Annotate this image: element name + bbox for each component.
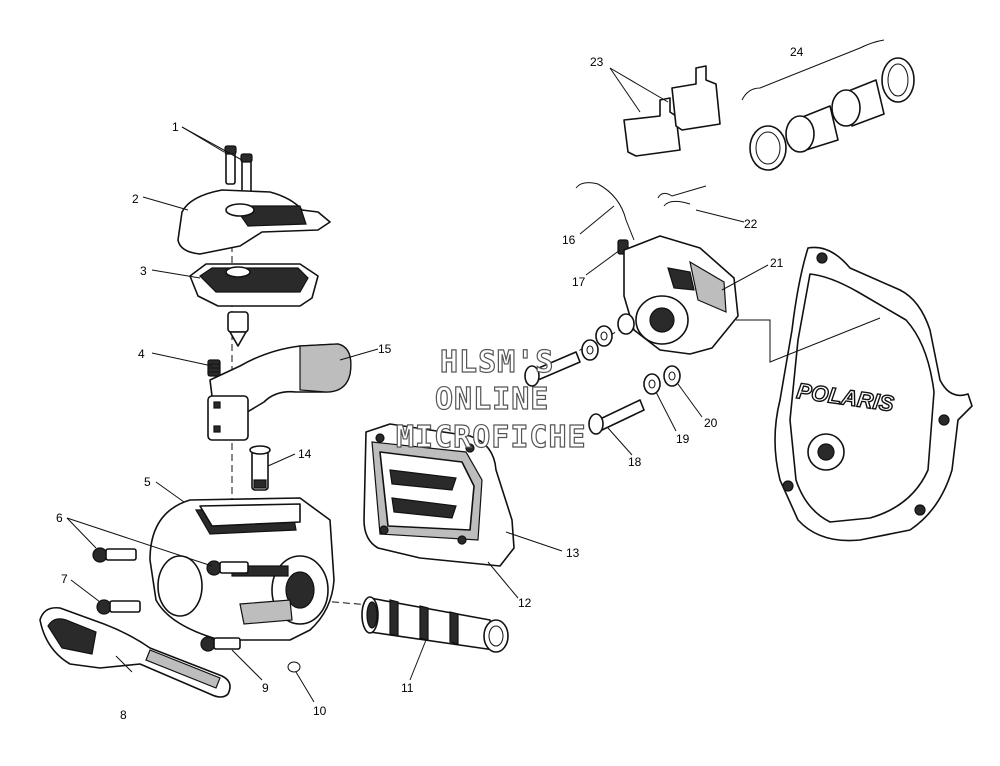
watermark-line-1: HLSM'S [440, 345, 554, 380]
brake-pads-part-23 [623, 65, 721, 157]
callout-12: 12 [518, 596, 532, 610]
lever-part-15 [207, 343, 352, 441]
watermark-line-2: ONLINE [435, 382, 549, 417]
callout-4: 4 [138, 347, 145, 361]
callout-23: 23 [590, 55, 604, 69]
washers-part-19-20 [581, 325, 681, 395]
bolt-part-6 [92, 547, 249, 576]
callout-9: 9 [262, 681, 269, 695]
callout-6: 6 [56, 511, 63, 525]
callout-22: 22 [744, 217, 758, 231]
piston-part-11 [361, 596, 509, 653]
callout-8: 8 [120, 708, 127, 722]
callout-1: 1 [172, 120, 179, 134]
bolt-part-7 [96, 599, 141, 615]
pivot-pin-part-14 [249, 445, 271, 491]
drive-cover: POLARIS [774, 246, 973, 542]
callout-18: 18 [628, 455, 642, 469]
spring-part-4 [207, 359, 221, 377]
callout-16: 16 [562, 233, 576, 247]
callout-10: 10 [313, 704, 327, 718]
plunger [227, 311, 249, 347]
callout-7: 7 [61, 572, 68, 586]
cover-plate-part-12-13 [363, 423, 515, 567]
callout-21: 21 [770, 256, 784, 270]
callout-3: 3 [140, 264, 147, 278]
diaphragm-part-3 [189, 263, 319, 307]
bolts-part-18 [524, 351, 645, 435]
reservoir-cover-part-2 [177, 189, 331, 255]
callout-13: 13 [566, 546, 580, 560]
clip-part-22 [657, 185, 707, 207]
callout-17: 17 [572, 275, 586, 289]
bolt-part-9 [200, 636, 241, 652]
callout-labels: 1 2 3 4 5 6 7 8 9 10 11 12 13 14 15 16 1… [56, 45, 804, 722]
clip-part-10 [287, 661, 301, 673]
leader-lines [66, 67, 881, 703]
callout-19: 19 [676, 432, 690, 446]
watermark-line-3: MICROFICHE [396, 420, 587, 455]
callout-20: 20 [704, 416, 718, 430]
assembly-axis-piston [309, 599, 371, 606]
callout-5: 5 [144, 475, 151, 489]
caliper-part-21 [617, 235, 739, 355]
brake-line-part-16 [575, 182, 635, 241]
caliper-pistons-part-24 [741, 39, 915, 171]
callout-24: 24 [790, 45, 804, 59]
watermark: HLSM'S ONLINE MICROFICHE [395, 344, 587, 455]
hand-lever-part-8 [39, 606, 231, 698]
callout-2: 2 [132, 192, 139, 206]
callout-11: 11 [401, 681, 414, 695]
callout-14: 14 [298, 447, 312, 461]
callout-15: 15 [378, 342, 392, 356]
